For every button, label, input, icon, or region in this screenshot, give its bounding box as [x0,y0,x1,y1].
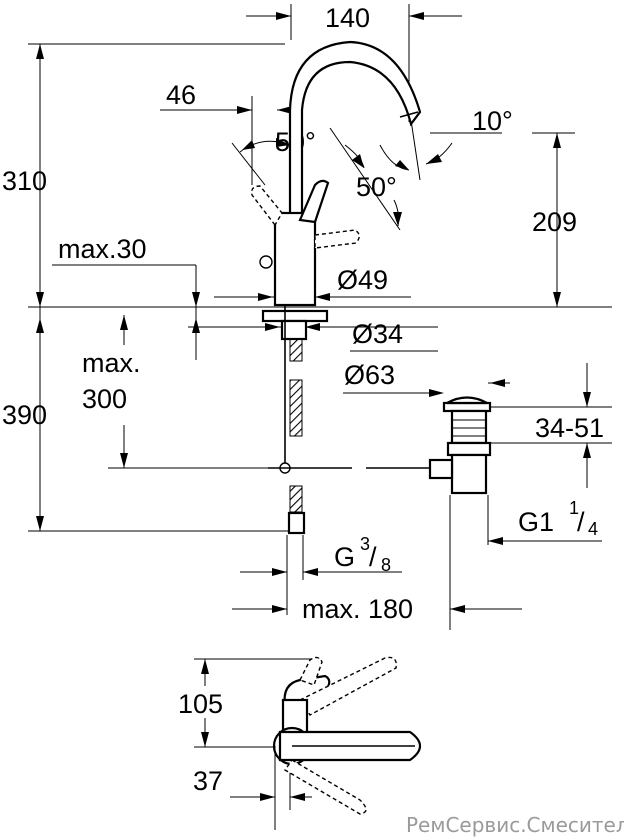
g38-main: G [334,542,355,572]
arrowhead [272,605,287,613]
dim-63-label: Ø63 [344,360,395,390]
lever-ghost-right [314,229,360,249]
arrowhead [409,12,424,20]
dim-300-label-line1: max. [82,348,141,378]
plan-lever-ghost [298,656,397,716]
arrowhead [192,318,200,333]
front-view: 140 310 46 50° 50° 10° [2,3,612,630]
arrowhead [393,212,402,226]
dim-3451-label: 34-51 [535,413,604,443]
arrowhead [450,605,465,613]
inlet-hose-mid [289,379,303,437]
tilt-label: 10° [472,106,513,136]
arrowhead [201,659,209,674]
arrowhead [36,318,44,333]
arrowhead [553,292,561,307]
waste-side-port [428,458,454,480]
angle-right-label: 50° [356,172,397,202]
dim-209-label: 209 [532,207,577,237]
tilt-ref-line [410,119,421,181]
arrowhead [36,44,44,59]
arrowhead [272,568,287,576]
arrowhead [303,568,318,576]
dim-300-label-bg [80,345,170,425]
waste-cap [446,396,488,405]
arrowhead [290,793,305,801]
spout-tip-line [399,111,419,118]
dim-105-label-bg [176,686,238,718]
arrowhead [426,154,442,164]
dim-180-label: max. 180 [302,594,413,624]
g114-sup: 1 [569,498,579,518]
g38-slash: / [369,542,377,572]
arrowhead [395,160,409,170]
dim-49-label: Ø49 [337,265,388,295]
waste-flange [442,401,492,413]
arrowhead [583,392,591,407]
dim-34-label: Ø34 [352,319,403,349]
g38-sub: 8 [381,555,391,575]
plan-spout-ghost [283,759,367,815]
plan-view: 105 37 [176,656,422,830]
arrowhead [352,154,364,168]
dim-105-label: 105 [178,689,223,719]
waste-body-lower [450,453,488,495]
tilt-arc-left [379,144,410,171]
inlet-hose-top [289,338,303,362]
arrowhead [315,293,330,301]
spout [288,40,422,217]
dim-max30-label: max.30 [58,234,147,264]
waste-body-upper [450,409,488,445]
dim-300-label-line2: 300 [82,384,127,414]
arrowhead [265,323,280,331]
dim-37-label: 37 [193,766,223,796]
arrowhead [276,12,291,20]
arrowhead [36,292,44,307]
lever-handle [298,179,330,224]
mount-washer [261,309,329,323]
dim-310-label: 310 [2,166,47,196]
arrowhead [237,106,252,114]
inlet-fitting [287,511,306,535]
waste-nut [446,441,492,457]
g114-sub: 4 [588,519,598,539]
arrowhead [429,389,444,397]
arrowhead [36,516,44,531]
dim-140-label: 140 [325,3,370,33]
arrowhead [260,793,275,801]
lever-pivot [259,255,273,269]
g114-slash: / [577,507,585,537]
arrowhead [490,379,505,387]
inlet-hose-bottom [289,485,303,513]
dim-46-label: 46 [166,80,196,110]
arrowhead [120,453,128,468]
g114-main: G1 [518,507,554,537]
plan-lever-ghost-2 [299,656,323,686]
arrowhead [276,138,290,147]
angle-left-ray [231,142,266,186]
arrowhead [305,323,320,331]
dim-390-label: 390 [2,400,47,430]
arrowhead [553,133,561,148]
mixer-body [273,211,317,307]
watermark-text: РемСервис.Смесители [406,813,624,837]
g38-sup: 3 [360,534,370,554]
arrowhead [242,140,255,150]
arrowhead [120,315,128,330]
arrowhead [583,443,591,458]
arrowhead [192,292,200,307]
angle-right-ray [329,127,401,231]
arrowhead [201,732,209,747]
arrowhead [258,293,273,301]
arrowhead [488,537,503,545]
lever-ghost-left [250,185,283,227]
